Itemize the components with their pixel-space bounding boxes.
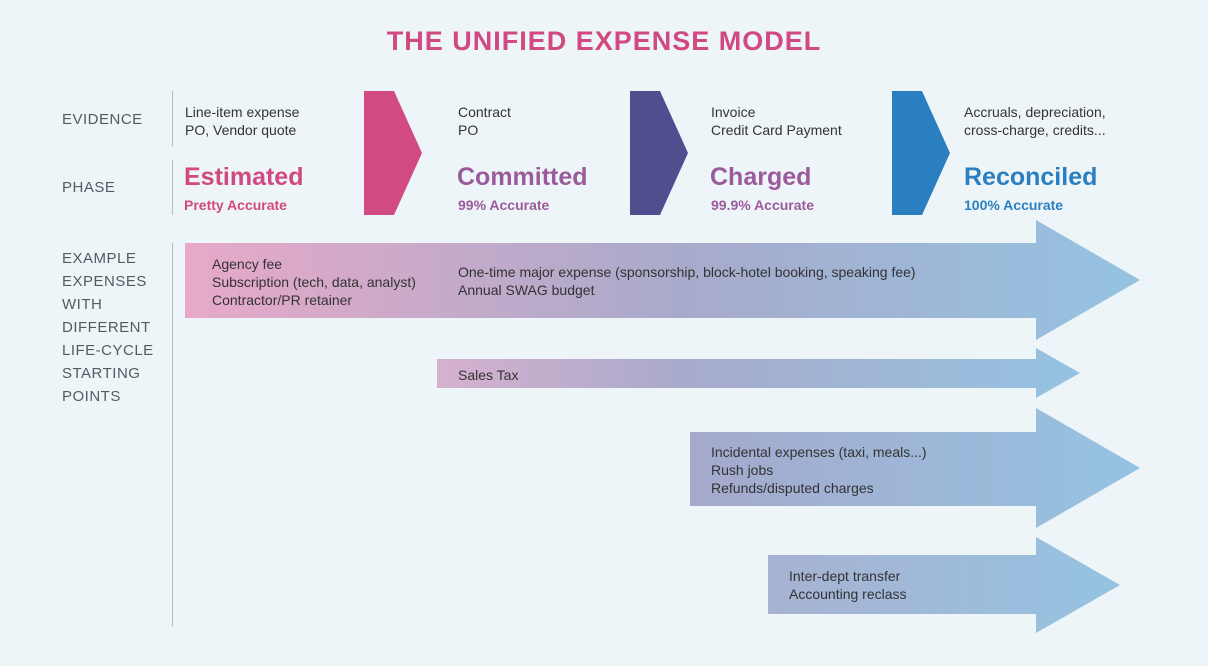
chevron-arrow-1-icon: [364, 91, 422, 215]
divider-examples: [172, 243, 173, 626]
accuracy-estimated: Pretty Accurate: [184, 197, 287, 213]
arrow-charged-start: [690, 408, 1140, 528]
examples-reconciled: Inter-dept transfer Accounting reclass: [789, 568, 907, 602]
accuracy-committed: 99% Accurate: [458, 197, 550, 213]
row-label-phase: PHASE: [62, 179, 116, 196]
arrow-estimated-start: [185, 220, 1140, 340]
phase-charged: Charged: [710, 163, 812, 191]
phase-reconciled: Reconciled: [964, 163, 1098, 191]
diagram-title: THE UNIFIED EXPENSE MODEL: [386, 26, 822, 56]
arrow-committed-start: [437, 348, 1080, 398]
examples-committed: One-time major expense (sponsorship, blo…: [458, 264, 916, 298]
arrow-reconciled-start: [768, 537, 1120, 633]
row-label-examples: EXAMPLE EXPENSES WITH DIFFERENT LIFE-CYC…: [62, 250, 154, 405]
divider-evidence: [172, 91, 173, 146]
chevron-arrow-2-icon: [630, 91, 688, 215]
examples-charged: Incidental expenses (taxi, meals...) Rus…: [711, 444, 927, 496]
phase-committed: Committed: [457, 163, 588, 191]
accuracy-charged: 99.9% Accurate: [711, 197, 814, 213]
examples-estimated: Agency fee Subscription (tech, data, ana…: [212, 256, 416, 308]
evidence-charged: Invoice Credit Card Payment: [711, 104, 842, 138]
examples-sales-tax: Sales Tax: [458, 367, 519, 383]
evidence-committed: Contract PO: [458, 104, 511, 138]
row-label-evidence: EVIDENCE: [62, 111, 143, 128]
divider-phase: [172, 160, 173, 215]
phase-estimated: Estimated: [184, 163, 304, 191]
evidence-reconciled: Accruals, depreciation, cross-charge, cr…: [964, 104, 1106, 138]
chevron-arrow-3-icon: [892, 91, 950, 215]
evidence-estimated: Line-item expense PO, Vendor quote: [185, 104, 300, 138]
accuracy-reconciled: 100% Accurate: [964, 197, 1064, 213]
